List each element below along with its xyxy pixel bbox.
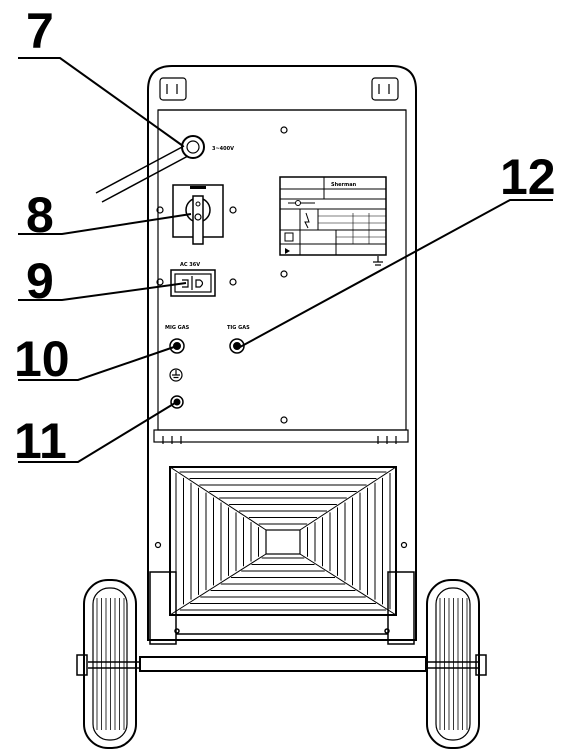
rating-plate	[279, 176, 387, 266]
left-wheel	[76, 579, 137, 749]
right-wheel	[426, 579, 487, 749]
callout-12: 12	[500, 149, 556, 205]
leader-lines	[18, 57, 553, 463]
callout-9: 9	[26, 253, 54, 309]
mig-gas-inlet	[169, 338, 185, 354]
mig-gas-label: MIG GAS	[165, 325, 190, 331]
main-switch	[172, 184, 224, 245]
callout-10: 10	[14, 331, 70, 387]
panel-screws	[156, 126, 288, 424]
callout-8: 8	[26, 187, 54, 243]
cable-voltage-label: 3~400V	[212, 146, 234, 152]
callout-7: 7	[26, 3, 54, 59]
rating-plate-brand: Sherman	[331, 182, 357, 188]
machine-cabinet	[147, 65, 417, 641]
ac-36v-switch	[170, 269, 216, 297]
chassis-base	[88, 571, 478, 672]
power-cable	[95, 135, 205, 203]
tig-gas-label: TIG GAS	[227, 325, 250, 331]
ventilation-grille	[169, 466, 397, 616]
earth-symbol-icon	[169, 368, 183, 382]
switch-voltage-label: AC 36V	[180, 262, 200, 268]
callout-11: 11	[14, 413, 67, 469]
earth-terminal	[170, 395, 184, 409]
